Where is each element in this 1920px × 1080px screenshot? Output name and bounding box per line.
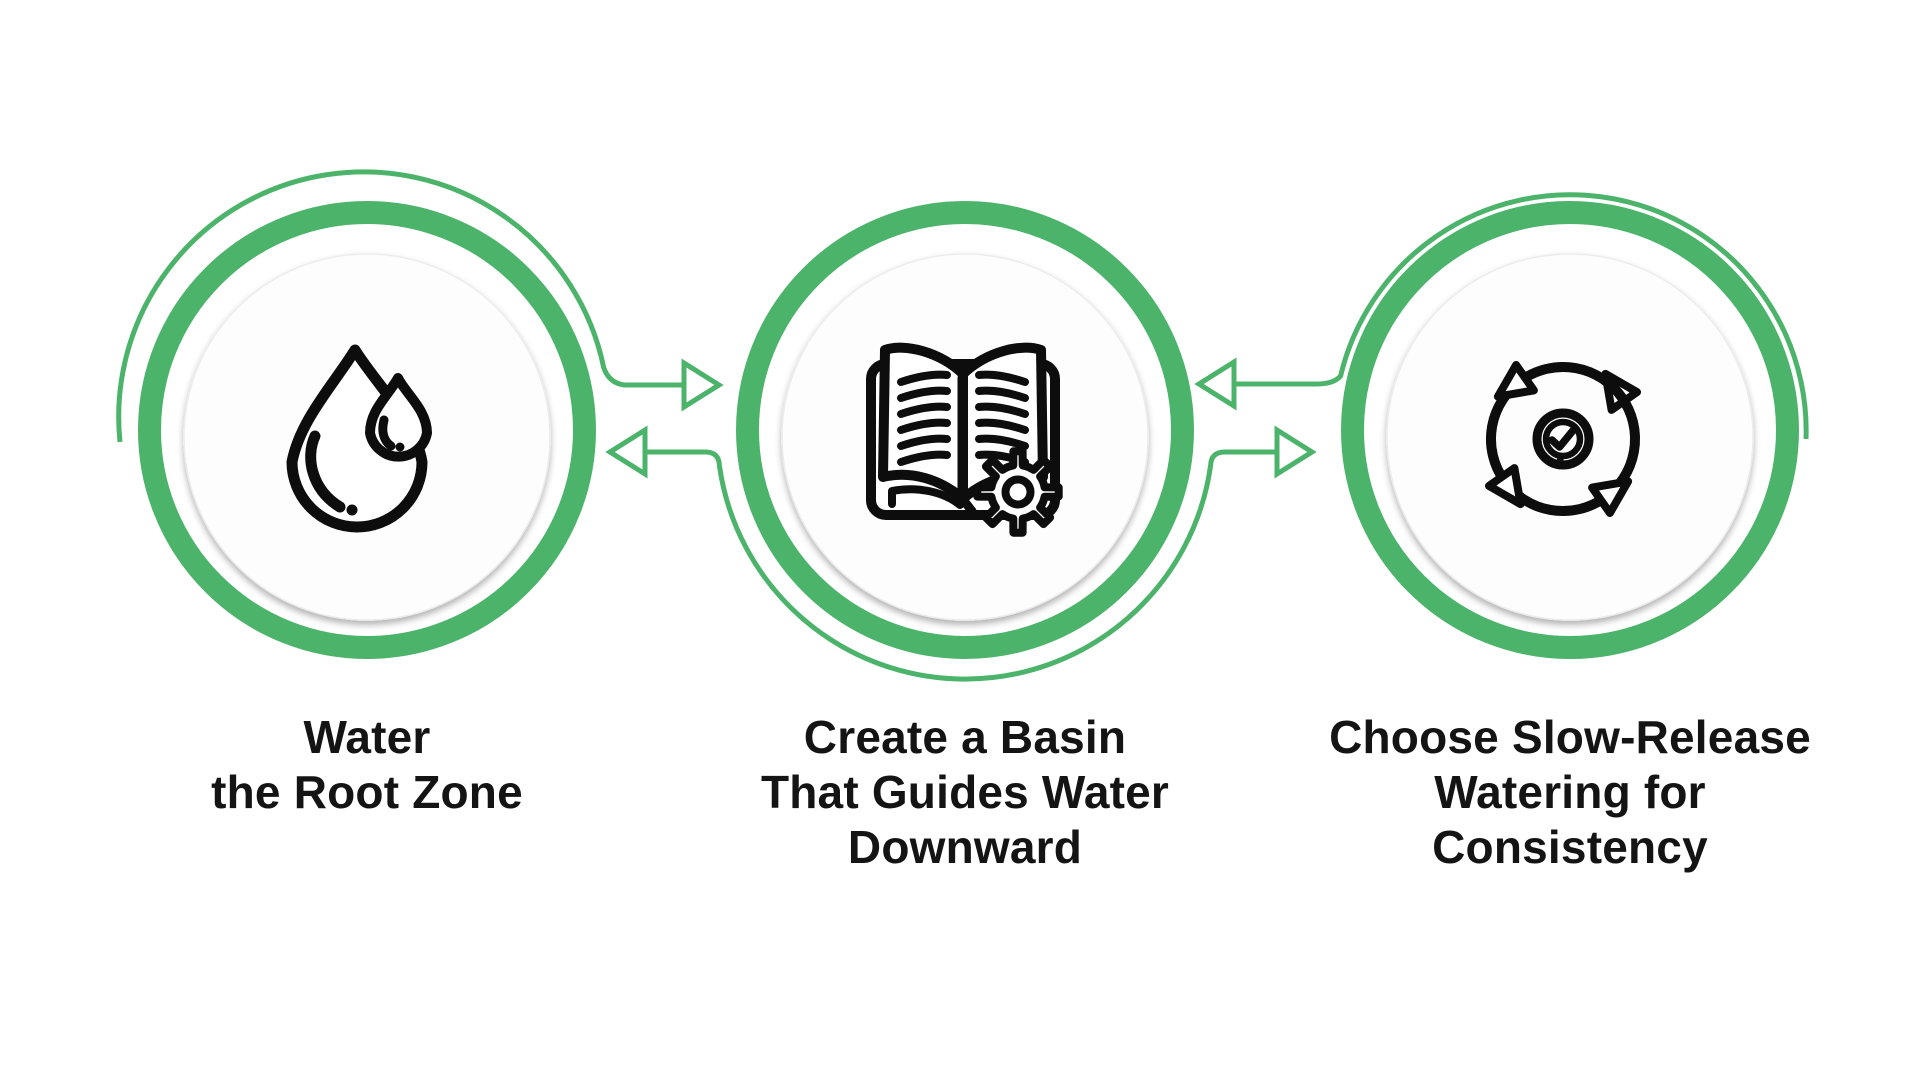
step3-outer-arc [1234,192,1809,440]
step1-label: Water the Root Zone [211,710,523,820]
step2-label-line: Downward [847,821,1083,873]
step2-label: Create a Basin That Guides Water Downwar… [761,710,1169,875]
step2-label-line: Create a Basin [803,711,1127,763]
step3-label-line: Watering for [1434,766,1706,818]
connector-arcs-and-arrows [116,169,1809,682]
flow-arrow-left-icon [605,425,648,479]
small-drop-highlight-dot [395,442,405,452]
step3-ring [1341,201,1799,659]
step3-label: Choose Slow-Release Watering for Consist… [1329,710,1811,875]
big-drop-highlight-dot [346,504,358,516]
step1-outer-arc [116,169,684,443]
small-drop-highlight [378,415,396,451]
check-mark [1548,426,1577,451]
step1-label-line: the Root Zone [211,766,523,818]
water-drop-icon [286,344,432,533]
cycle-stub [1555,452,1565,470]
big-drop-highlight [305,430,346,513]
step1-ring [138,201,596,659]
step3-label-line: Choose Slow-Release [1329,711,1811,763]
step2-label-line: That Guides Water [760,766,1170,818]
flow-arrow-right-icon [681,358,724,412]
open-book-gear-icon [866,342,1063,537]
step1-label-line: Water [303,711,431,763]
book-spine-tail [956,492,977,516]
gear-hole [1001,475,1035,509]
cycle-check-icon [1489,365,1637,513]
step2-ring [736,201,1194,659]
flow-arrow-right-icon [1274,425,1317,479]
step2-bottom-arc [645,449,1277,682]
step3-label-line: Consistency [1432,821,1708,873]
book-page-stack [888,485,964,509]
book-text-lines [897,370,1029,466]
flow-arrow-left-icon [1194,357,1237,411]
